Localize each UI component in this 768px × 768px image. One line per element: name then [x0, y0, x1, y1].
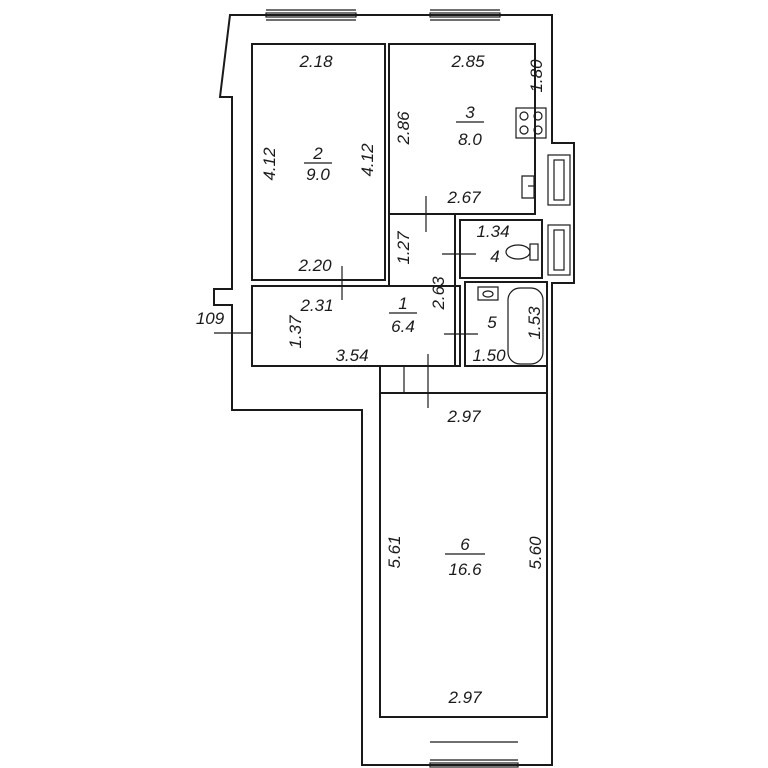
- window: [429, 741, 519, 768]
- dimension-label: 109: [196, 309, 225, 328]
- room-area: 6.4: [391, 317, 415, 336]
- outer-wall: [213, 14, 575, 766]
- dimension-label: 2.85: [450, 52, 485, 71]
- dimension-label: 1.34: [476, 222, 509, 241]
- door-marks: [214, 196, 478, 408]
- room-number: 3: [465, 103, 475, 122]
- dimension-label: 2.31: [299, 296, 333, 315]
- room-number: 2: [312, 144, 323, 163]
- room-5-outline: [464, 281, 548, 367]
- dimension-label: 2.97: [447, 688, 482, 707]
- dimension-label: 5.61: [385, 535, 404, 568]
- dimension-label: 2.63: [429, 276, 448, 311]
- bathtub-icon: [507, 287, 544, 365]
- room-area: 9.0: [306, 165, 330, 184]
- dimension-label: 1.37: [286, 315, 305, 349]
- dimension-label: 1.80: [527, 59, 546, 93]
- room-2-outline: [251, 43, 386, 281]
- room-area: 16.6: [448, 560, 482, 579]
- hallway-outline: [251, 285, 461, 367]
- dimension-label: 2.86: [394, 111, 413, 146]
- dimension-label: 4.12: [260, 147, 279, 181]
- toilet-icon: [505, 243, 539, 261]
- washbasin-icon: [477, 286, 499, 301]
- room-area: 8.0: [458, 130, 482, 149]
- dimension-label: 1.50: [472, 346, 506, 365]
- dimension-label: 1.53: [525, 306, 544, 340]
- window: [547, 154, 571, 206]
- dimension-label: 1.27: [394, 231, 413, 265]
- room-6-outline: [379, 392, 548, 718]
- stove-icon: [515, 107, 547, 139]
- room-3-outline: [388, 43, 536, 215]
- room-number: 1: [398, 294, 407, 313]
- room-4-outline: [459, 219, 543, 279]
- room-number: 5: [487, 313, 497, 332]
- dimension-label: 4.12: [358, 143, 377, 177]
- window: [429, 9, 501, 21]
- window: [265, 9, 357, 21]
- dimension-label: 2.18: [298, 52, 333, 71]
- dimension-label: 3.54: [335, 346, 368, 365]
- dimension-label: 5.60: [526, 536, 545, 570]
- sink-icon: [521, 175, 535, 199]
- dimension-label: 2.97: [446, 407, 481, 426]
- dimension-label: 2.20: [297, 256, 332, 275]
- window: [547, 224, 571, 276]
- room-number: 4: [490, 247, 499, 266]
- dimension-label: 2.67: [446, 188, 481, 207]
- room-number: 6: [460, 535, 470, 554]
